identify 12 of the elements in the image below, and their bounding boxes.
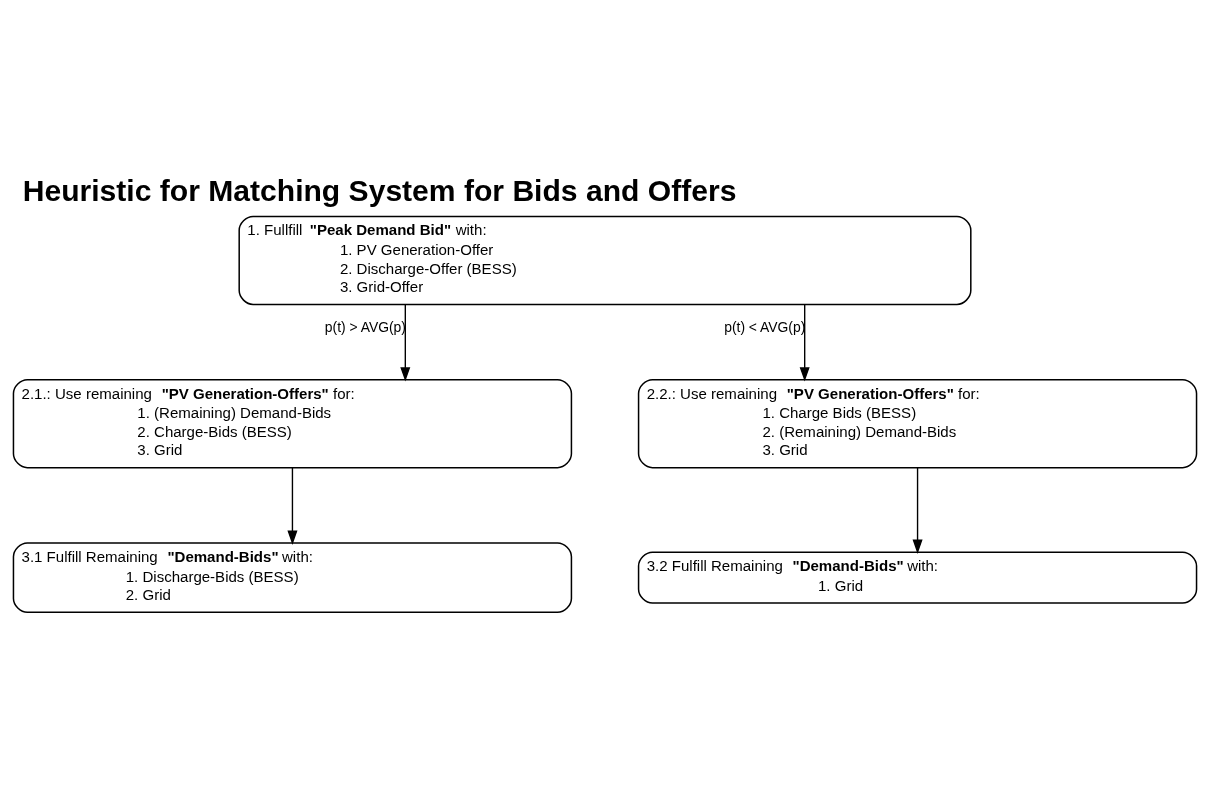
node-box: 3.1 Fulfill Remaining "Demand-Bids" with: 1. Discharge-Bids (BESS) 2. Grid xyxy=(12,541,573,613)
node-box: 2.2.: Use remaining "PV Generation-Offers" for: 1. Charge Bids (BESS) 2. (Remaining) Demand-Bids 3. Grid xyxy=(637,378,1198,468)
arrow xyxy=(400,303,411,382)
arrow xyxy=(287,466,298,545)
node-box: 3.2 Fulfill Remaining "Demand-Bids" with: 1. Grid xyxy=(637,550,1198,604)
edge-label: p(t) > AVG(p) xyxy=(324,318,406,335)
node-box: 2.1.: Use remaining "PV Generation-Offers" for: 1. (Remaining) Demand-Bids 2. Charge-Bids (BESS) 3. Grid xyxy=(12,378,573,468)
diagram-title: Heuristic for Matching System for Bids and Offers xyxy=(22,173,737,207)
edge-label: p(t) < AVG(p) xyxy=(724,318,806,335)
arrow xyxy=(799,303,810,382)
node-box: 1. Fullfill "Peak Demand Bid" with: 1. PV Generation-Offer 2. Discharge-Offer (BESS) 3. Grid-Offer xyxy=(238,215,972,305)
arrow xyxy=(912,466,923,554)
